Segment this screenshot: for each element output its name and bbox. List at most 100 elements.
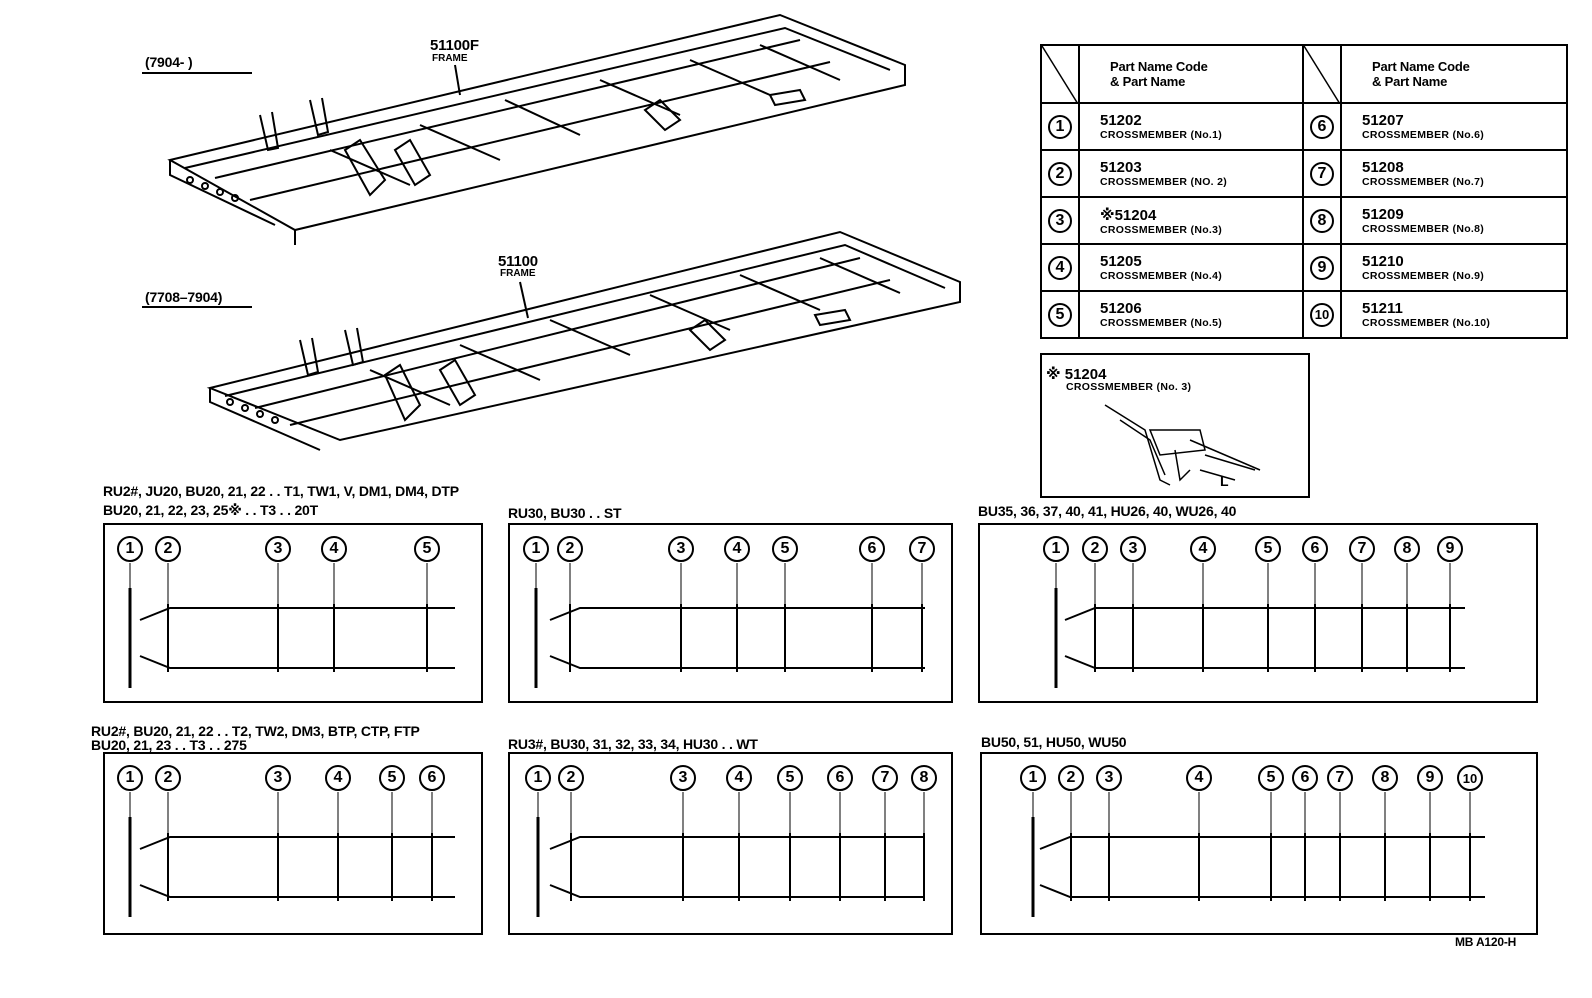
part-code: 51203 [1100, 159, 1142, 176]
crossmember-callout: 1 [1020, 765, 1046, 791]
crossmember-callout: 2 [1058, 765, 1084, 791]
part-code: ※51204 [1100, 206, 1157, 224]
crossmember-callout: 1 [523, 536, 549, 562]
crossmember-callout: 6 [1302, 536, 1328, 562]
crossmember-callout: 4 [724, 536, 750, 562]
part-code: 51206 [1100, 300, 1142, 317]
crossmember-callout: 4 [726, 765, 752, 791]
crossmember-callout: 9 [1437, 536, 1463, 562]
table-corner-left [1040, 44, 1080, 104]
crossmember-callout: 5 [772, 536, 798, 562]
part-number-cell: 3 [1040, 196, 1080, 245]
crossmember-callout: 2 [557, 536, 583, 562]
part-number-circle: 10 [1310, 302, 1334, 327]
part-number-cell: 2 [1040, 149, 1080, 198]
part-number-cell: 8 [1302, 196, 1342, 245]
frame-layout-box-6 [980, 752, 1538, 935]
frame-code-bottom: 51100 [498, 253, 538, 270]
detail-name: CROSSMEMBER (No. 3) [1066, 381, 1192, 393]
layout-6-label: BU50, 51, HU50, WU50 [981, 734, 1127, 750]
part-code: 51208 [1362, 159, 1404, 176]
crossmember-callout: 4 [1186, 765, 1212, 791]
crossmember-callout: 9 [1417, 765, 1443, 791]
crossmember-callout: 5 [379, 765, 405, 791]
crossmember-callout: 2 [558, 765, 584, 791]
crossmember-callout: 7 [909, 536, 935, 562]
table-header-left: Part Name Code & Part Name [1078, 44, 1304, 104]
crossmember-callout: 1 [117, 765, 143, 791]
crossmember-callout: 4 [1190, 536, 1216, 562]
frame-name-bottom: FRAME [500, 268, 536, 279]
parts-table: Part Name Code & Part Name Part Name Cod… [1040, 44, 1568, 339]
layout-4-label-1: RU2#, BU20, 21, 22 . . T2, TW2, DM3, BTP… [91, 723, 420, 739]
crossmember-callout: 7 [1327, 765, 1353, 791]
table-header-right: Part Name Code & Part Name [1340, 44, 1568, 104]
frame-51100-drawing [206, 230, 961, 451]
part-name: CROSSMEMBER (NO. 2) [1100, 176, 1228, 188]
crossmember-callout: 6 [419, 765, 445, 791]
crossmember-callout: 1 [117, 536, 143, 562]
crossmember-callout: 4 [325, 765, 351, 791]
crossmember-callout: 7 [872, 765, 898, 791]
part-code: 51202 [1100, 112, 1142, 129]
crossmember-callout: 2 [155, 536, 181, 562]
layout-1-label-2: BU20, 21, 22, 23, 25※ . . T3 . . 20T [103, 502, 318, 518]
part-number-cell: 5 [1040, 290, 1080, 339]
crossmember-callout: 3 [1120, 536, 1146, 562]
part-name: CROSSMEMBER (No.8) [1362, 223, 1485, 235]
layout-4-label-2: BU20, 21, 23 . . T3 . . 275 [91, 737, 247, 753]
part-code: 51207 [1362, 112, 1404, 129]
part-name: CROSSMEMBER (No.3) [1100, 223, 1223, 236]
crossmember-callout: 6 [827, 765, 853, 791]
crossmember-callout: 3 [670, 765, 696, 791]
frame-51100f-drawing [167, 13, 906, 245]
crossmember-callout: 4 [321, 536, 347, 562]
crossmember-callout: 2 [1082, 536, 1108, 562]
frame-date-range-bottom: (7708–7904) [145, 289, 223, 305]
part-number-circle: 4 [1048, 255, 1072, 280]
frame-name-top: FRAME [432, 53, 468, 64]
crossmember-callout: 6 [1292, 765, 1318, 791]
crossmember-callout: 8 [1372, 765, 1398, 791]
part-name: CROSSMEMBER (No.6) [1362, 129, 1485, 141]
crossmember-callout: 1 [525, 765, 551, 791]
part-number-circle: 7 [1310, 161, 1334, 186]
layout-3-label: BU35, 36, 37, 40, 41, HU26, 40, WU26, 40 [978, 503, 1237, 519]
part-number-cell: 1 [1040, 102, 1080, 151]
crossmember-callout: 8 [911, 765, 937, 791]
crossmember-callout: 10 [1457, 765, 1483, 791]
crossmember-callout: 6 [859, 536, 885, 562]
part-number-circle: 1 [1048, 114, 1072, 139]
crossmember-callout: 3 [668, 536, 694, 562]
part-number-circle: 9 [1310, 255, 1334, 280]
part-number-circle: 3 [1048, 208, 1072, 233]
crossmember-detail-drawing [1104, 404, 1261, 486]
crossmember-callout: 5 [777, 765, 803, 791]
frame-layout-box-1 [103, 523, 483, 703]
part-code: 51205 [1100, 253, 1142, 270]
header-line1: Part Name Code [1110, 59, 1208, 74]
part-number-circle: 6 [1310, 114, 1334, 139]
crossmember-callout: 1 [1043, 536, 1069, 562]
part-number-circle: 5 [1048, 302, 1072, 327]
part-number-cell: 10 [1302, 290, 1342, 339]
part-number-cell: 6 [1302, 102, 1342, 151]
crossmember-callout: 3 [1096, 765, 1122, 791]
frame-layout-box-3 [978, 523, 1538, 703]
part-number-circle: 2 [1048, 161, 1072, 186]
part-code: 51211 [1362, 300, 1403, 317]
figure-id: MB A120-H [1455, 935, 1517, 949]
crossmember-callout: 3 [265, 536, 291, 562]
frame-layout-box-2 [508, 523, 953, 703]
part-name: CROSSMEMBER (No.10) [1362, 317, 1491, 329]
part-number-circle: 8 [1310, 208, 1334, 233]
part-number-cell: 7 [1302, 149, 1342, 198]
